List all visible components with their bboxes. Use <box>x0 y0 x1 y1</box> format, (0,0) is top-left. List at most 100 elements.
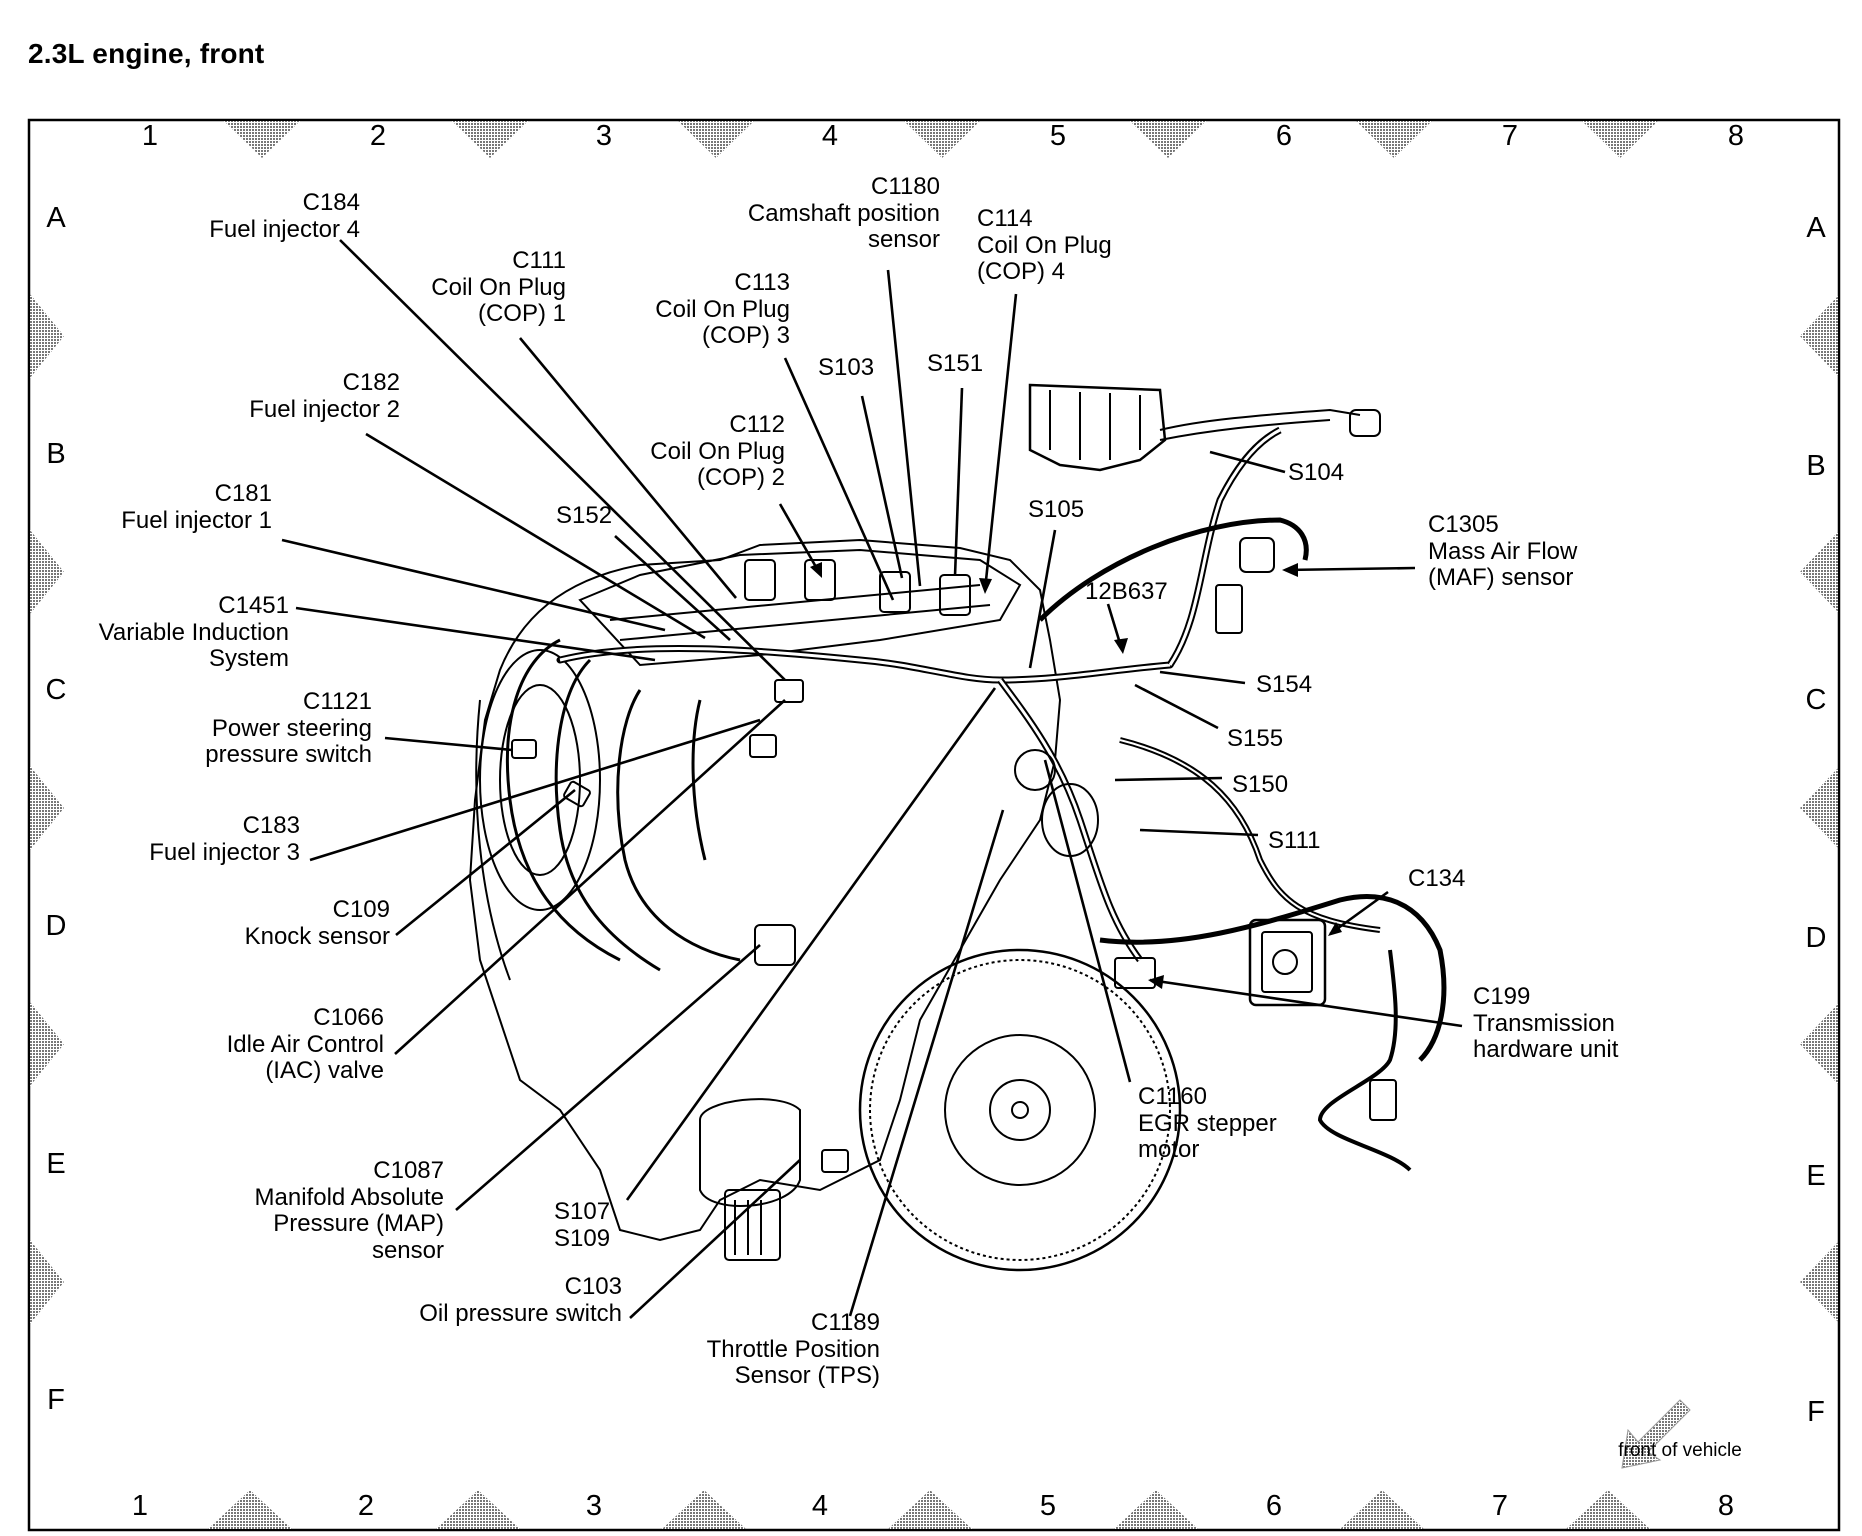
leader-c134 <box>1329 890 1389 936</box>
callout-description: Fuel injector 3 <box>149 838 300 866</box>
callout-id: S150 <box>1232 771 1289 798</box>
callout-12b637: 12B637 <box>1085 578 1168 606</box>
grid-chevron-top <box>224 121 300 158</box>
leader-lines <box>281 239 1463 1319</box>
grid-column-label-top: 3 <box>595 120 613 152</box>
callout-s154: S154 <box>1256 671 1312 699</box>
grid-chevron-left <box>30 766 64 850</box>
callout-description: Throttle Position <box>706 1335 880 1363</box>
relay-block <box>1028 383 1167 472</box>
coil-pack-3 <box>879 571 911 613</box>
map-sensor-body <box>774 679 804 703</box>
grid-chevron-top <box>1356 121 1432 158</box>
callout-id: S103 <box>818 354 875 381</box>
grid-chevron-bottom <box>208 1490 292 1529</box>
grid-column-label-top: 5 <box>1049 120 1067 152</box>
callout-s152: S152 <box>556 502 613 530</box>
grid-chevron-right <box>1800 768 1838 848</box>
leader-c1189 <box>848 809 1005 1317</box>
leader-c113 <box>783 357 895 601</box>
callout-id: C134 <box>1408 865 1466 892</box>
callout-description: Transmission <box>1473 1009 1615 1037</box>
leader-s152 <box>614 535 731 641</box>
grid-row-label-left: A <box>46 202 66 234</box>
callout-description: (COP) 3 <box>701 322 790 349</box>
leader-c181 <box>281 538 666 632</box>
callout-id: C1305 <box>1428 511 1499 538</box>
grid-chevrons <box>30 121 1838 1529</box>
grid-column-label-bottom: 8 <box>1717 1490 1735 1522</box>
callout-id: C183 <box>242 812 300 839</box>
callout-c134: C134 <box>1408 865 1466 893</box>
callout-description: motor <box>1138 1136 1200 1163</box>
callout-id: C199 <box>1473 983 1531 1010</box>
grid-chevron-right <box>1800 532 1838 612</box>
callout-description: (COP) 2 <box>696 464 785 491</box>
callout-description: (MAF) sensor <box>1428 564 1574 591</box>
callout-description: (IAC) valve <box>265 1057 384 1084</box>
grid-row-label-right: D <box>1805 922 1827 954</box>
grid-column-label-bottom: 7 <box>1491 1490 1509 1522</box>
grid-chevron-top <box>452 121 528 158</box>
leader-c183 <box>309 718 761 862</box>
leader-c1180 <box>886 269 922 587</box>
oil-filter <box>699 1098 801 1207</box>
callout-id: S104 <box>1288 459 1345 486</box>
leader-c114 <box>983 293 1018 591</box>
callout-id: C1066 <box>313 1004 384 1031</box>
engine-illustration <box>468 383 1447 1272</box>
callout-s104: S104 <box>1288 459 1345 487</box>
callout-id: C182 <box>342 369 400 396</box>
arrowhead-12b637 <box>1114 638 1128 654</box>
leader-c199 <box>1149 978 1463 1028</box>
grid-column-label-bottom: 5 <box>1039 1490 1057 1522</box>
grid-column-label-bottom: 4 <box>811 1490 829 1522</box>
grid-row-label-left: F <box>47 1384 65 1416</box>
callout-id: S107 <box>554 1198 611 1225</box>
grid-row-label-left: E <box>46 1148 66 1180</box>
callout-id: C1160 <box>1138 1083 1207 1110</box>
leader-s111 <box>1139 828 1259 837</box>
grid-row-label-right: F <box>1807 1396 1825 1428</box>
callout-description: EGR stepper <box>1138 1109 1277 1137</box>
grid-chevron-bottom <box>1114 1490 1198 1529</box>
leader-s105 <box>1028 529 1057 669</box>
coil-pack-2 <box>804 559 836 601</box>
leader-c1451 <box>295 606 656 662</box>
grid-column-label-top: 8 <box>1727 120 1745 152</box>
callout-id: C1087 <box>373 1157 444 1184</box>
grid-chevron-top <box>1130 121 1206 158</box>
callout-description: Manifold Absolute <box>254 1183 444 1211</box>
leader-c184 <box>339 239 786 681</box>
callout-id: C184 <box>302 189 360 216</box>
coil-pack-1 <box>744 559 776 601</box>
callout-description: pressure switch <box>205 741 372 768</box>
leader-s151 <box>953 387 964 577</box>
leader-s154 <box>1159 670 1246 685</box>
grid-row-label-right: C <box>1805 684 1827 716</box>
callout-description: Fuel injector 1 <box>121 506 272 534</box>
grid-column-label-bottom: 1 <box>131 1490 149 1522</box>
callout-id: 12B637 <box>1085 578 1168 605</box>
leader-c1305 <box>1284 566 1416 572</box>
callout-s151: S151 <box>927 350 983 378</box>
callout-description: Knock sensor <box>244 922 390 950</box>
callout-description: System <box>208 645 289 672</box>
grid-chevron-bottom <box>436 1490 520 1529</box>
callout-id: S152 <box>556 502 613 529</box>
grid-chevron-bottom <box>888 1490 972 1529</box>
grid-column-label-bottom: 2 <box>357 1490 375 1522</box>
